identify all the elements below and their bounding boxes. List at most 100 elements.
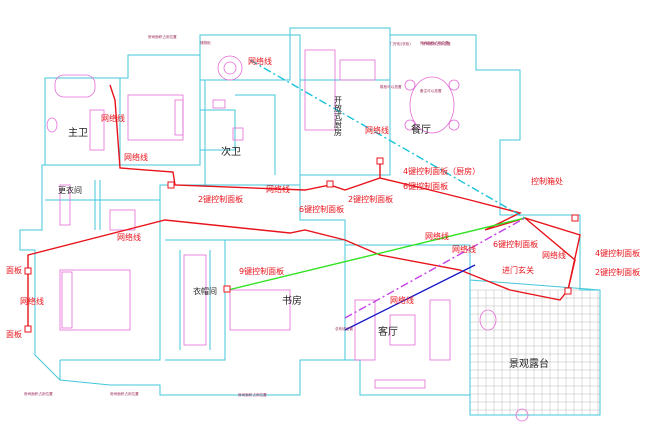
bathtub	[54, 74, 96, 98]
master-bath-vanity	[89, 109, 105, 151]
label-network-line-left: 网络线	[117, 232, 141, 242]
inner-wall-p	[179, 250, 211, 350]
label-network-line-terrace: 网络线	[542, 250, 566, 260]
inner-wall-l	[469, 245, 601, 291]
label-network-line-corridor: 网络线	[124, 152, 148, 162]
small-note: 房间面积占用位置	[422, 41, 451, 46]
wire-purple-dashed	[344, 217, 526, 319]
dining-chair-1	[404, 79, 416, 91]
room-closet: 衣帽间	[193, 286, 217, 296]
dining-table	[409, 76, 455, 134]
small-note: 总布线位置	[335, 326, 353, 331]
inner-wall-n	[235, 94, 276, 175]
label-6key-panel-living: 6键控制面板	[493, 239, 538, 249]
sofa-right	[429, 299, 451, 361]
terrace-floor-grid	[469, 289, 600, 415]
small-note: 房间面积占用位置	[24, 391, 53, 396]
room-second-bath: 次卫	[221, 145, 241, 158]
small-note: 房间面积占用位置	[420, 40, 449, 45]
dining-table-round	[217, 55, 243, 81]
label-network-line-bedroom: 网络线	[20, 296, 44, 306]
junction-box-3	[376, 157, 384, 165]
wire-green	[227, 217, 526, 291]
dresser	[109, 209, 136, 231]
room-study: 书房	[282, 294, 302, 307]
label-panel-left-bottom: 面板	[6, 329, 22, 339]
label-9key-panel-study: 9键控制面板	[239, 266, 284, 276]
inner-wall-h	[165, 239, 226, 361]
small-note: 门厅柜(衣柜)	[390, 41, 411, 46]
junction-box-1	[167, 181, 175, 189]
label-4key-panel-terrace: 4键控制面板	[595, 248, 640, 258]
inner-wall-b	[120, 55, 201, 166]
label-6key-panel-dining: 6键控制面板	[403, 181, 448, 191]
desk-study	[229, 289, 291, 331]
sofa-left	[354, 299, 376, 361]
label-6key-panel-hall: 6键控制面板	[299, 204, 344, 214]
kitchen-island	[339, 59, 376, 81]
room-dining: 餐厅	[411, 123, 431, 136]
label-network-line-top: 网络线	[248, 56, 272, 66]
label-control-box: 控制箱处	[531, 176, 563, 186]
junctions	[24, 157, 579, 333]
terrace-plant-small	[515, 408, 529, 422]
small-notes: 房间面积占用位置房间面积占用位置门厅柜(衣柜)储物柜房间面积占用位置鞋柜可以放置…	[24, 34, 451, 397]
room-cloakroom: 更衣间	[58, 185, 82, 195]
label-2key-panel-terrace: 2键控制面板	[595, 267, 640, 277]
small-note: 鞋柜可以放置	[380, 84, 402, 89]
toilet-master	[46, 117, 58, 133]
dining-chair-3	[404, 119, 416, 131]
junction-box-6	[24, 325, 32, 333]
room-living: 客厅	[378, 325, 398, 338]
label-network-line-center: 网络线	[425, 231, 449, 241]
walls	[19, 27, 601, 416]
wire-navy	[344, 264, 476, 331]
label-network-line-dining: 网络线	[365, 125, 389, 135]
room-labels: 主卫 次卫 餐厅 更衣间 衣帽间 书房 客厅 景观露台 开放式厨房	[58, 96, 549, 370]
closet-rack	[59, 184, 71, 226]
room-western-kitchen: 开放式厨房	[334, 96, 343, 137]
wiring	[27, 59, 581, 331]
junction-box-7	[564, 287, 572, 295]
inner-wall-c	[200, 35, 291, 81]
plant-terrace	[479, 309, 497, 331]
label-network-line-bath: 网络线	[101, 113, 125, 123]
small-note: 备注可以放置	[420, 88, 442, 93]
outer-wall	[19, 27, 601, 416]
inner-wall-o	[94, 180, 101, 230]
wardrobe-bars	[183, 254, 207, 346]
inner-wall-m	[200, 109, 236, 151]
dining-table-round-inner	[223, 61, 237, 75]
small-note: 房间面积占用位置	[110, 391, 139, 396]
wire-cyan-dashed	[249, 59, 526, 219]
label-entry-porch: 进门玄关	[502, 265, 534, 275]
bed-master-pillow	[61, 271, 73, 329]
room-terrace: 景观露台	[509, 357, 549, 370]
label-4key-panel-kitchen: 4键控制面板（厨房）	[403, 166, 480, 176]
junction-box-5	[24, 267, 32, 275]
label-2key-panel-center: 2键控制面板	[348, 194, 393, 204]
small-note: 储物柜	[200, 40, 211, 45]
room-master-bath: 主卫	[68, 127, 88, 139]
inner-wall-f	[45, 199, 161, 240]
dining-chair-4	[448, 119, 460, 131]
inner-wall-k	[159, 184, 346, 245]
label-network-line-living: 网络线	[390, 295, 414, 305]
label-network-line-hall: 网络线	[266, 184, 290, 194]
small-note: 房间面积占用位置	[148, 34, 177, 39]
junction-box-4	[223, 285, 231, 293]
wire-red-main	[27, 84, 581, 301]
dining-chair-2	[448, 79, 460, 91]
junction-box-2	[326, 180, 334, 188]
furniture	[46, 49, 529, 422]
bed-upper-pillow	[174, 99, 184, 136]
inner-wall-g	[60, 240, 161, 361]
label-network-line-right: 网络线	[452, 244, 476, 254]
label-panel-left-top: 面板	[6, 265, 22, 275]
wire-red-control-to-2key	[524, 217, 576, 291]
sink-second	[212, 99, 226, 109]
tv-unit	[374, 379, 426, 389]
small-note: 房间面积占用位置	[238, 392, 267, 397]
junction-box-8	[571, 214, 579, 222]
